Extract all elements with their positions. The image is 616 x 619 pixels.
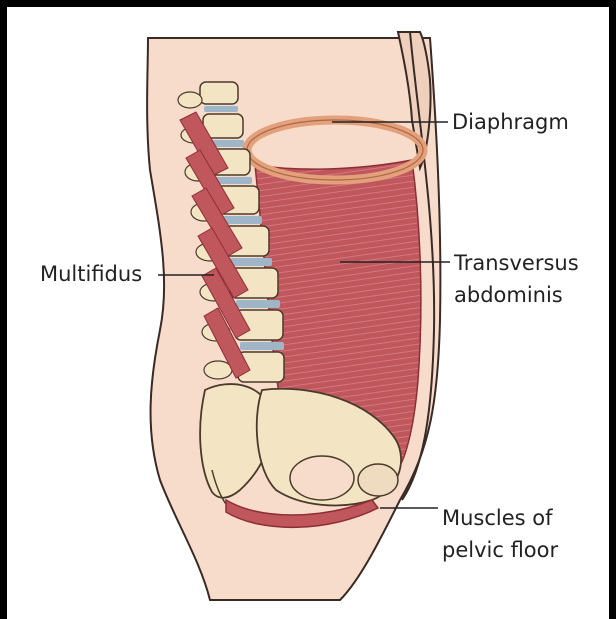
transversus-label-line1: Transversus	[454, 251, 579, 276]
pelvic-floor-label-line1: Muscles of	[442, 506, 553, 531]
multifidus-label: Multifidus	[40, 262, 142, 287]
transversus-label-line2: abdominis	[454, 283, 563, 308]
diaphragm-label: Diaphragm	[452, 110, 569, 135]
pelvic-floor-label-line2: pelvic floor	[442, 538, 558, 563]
